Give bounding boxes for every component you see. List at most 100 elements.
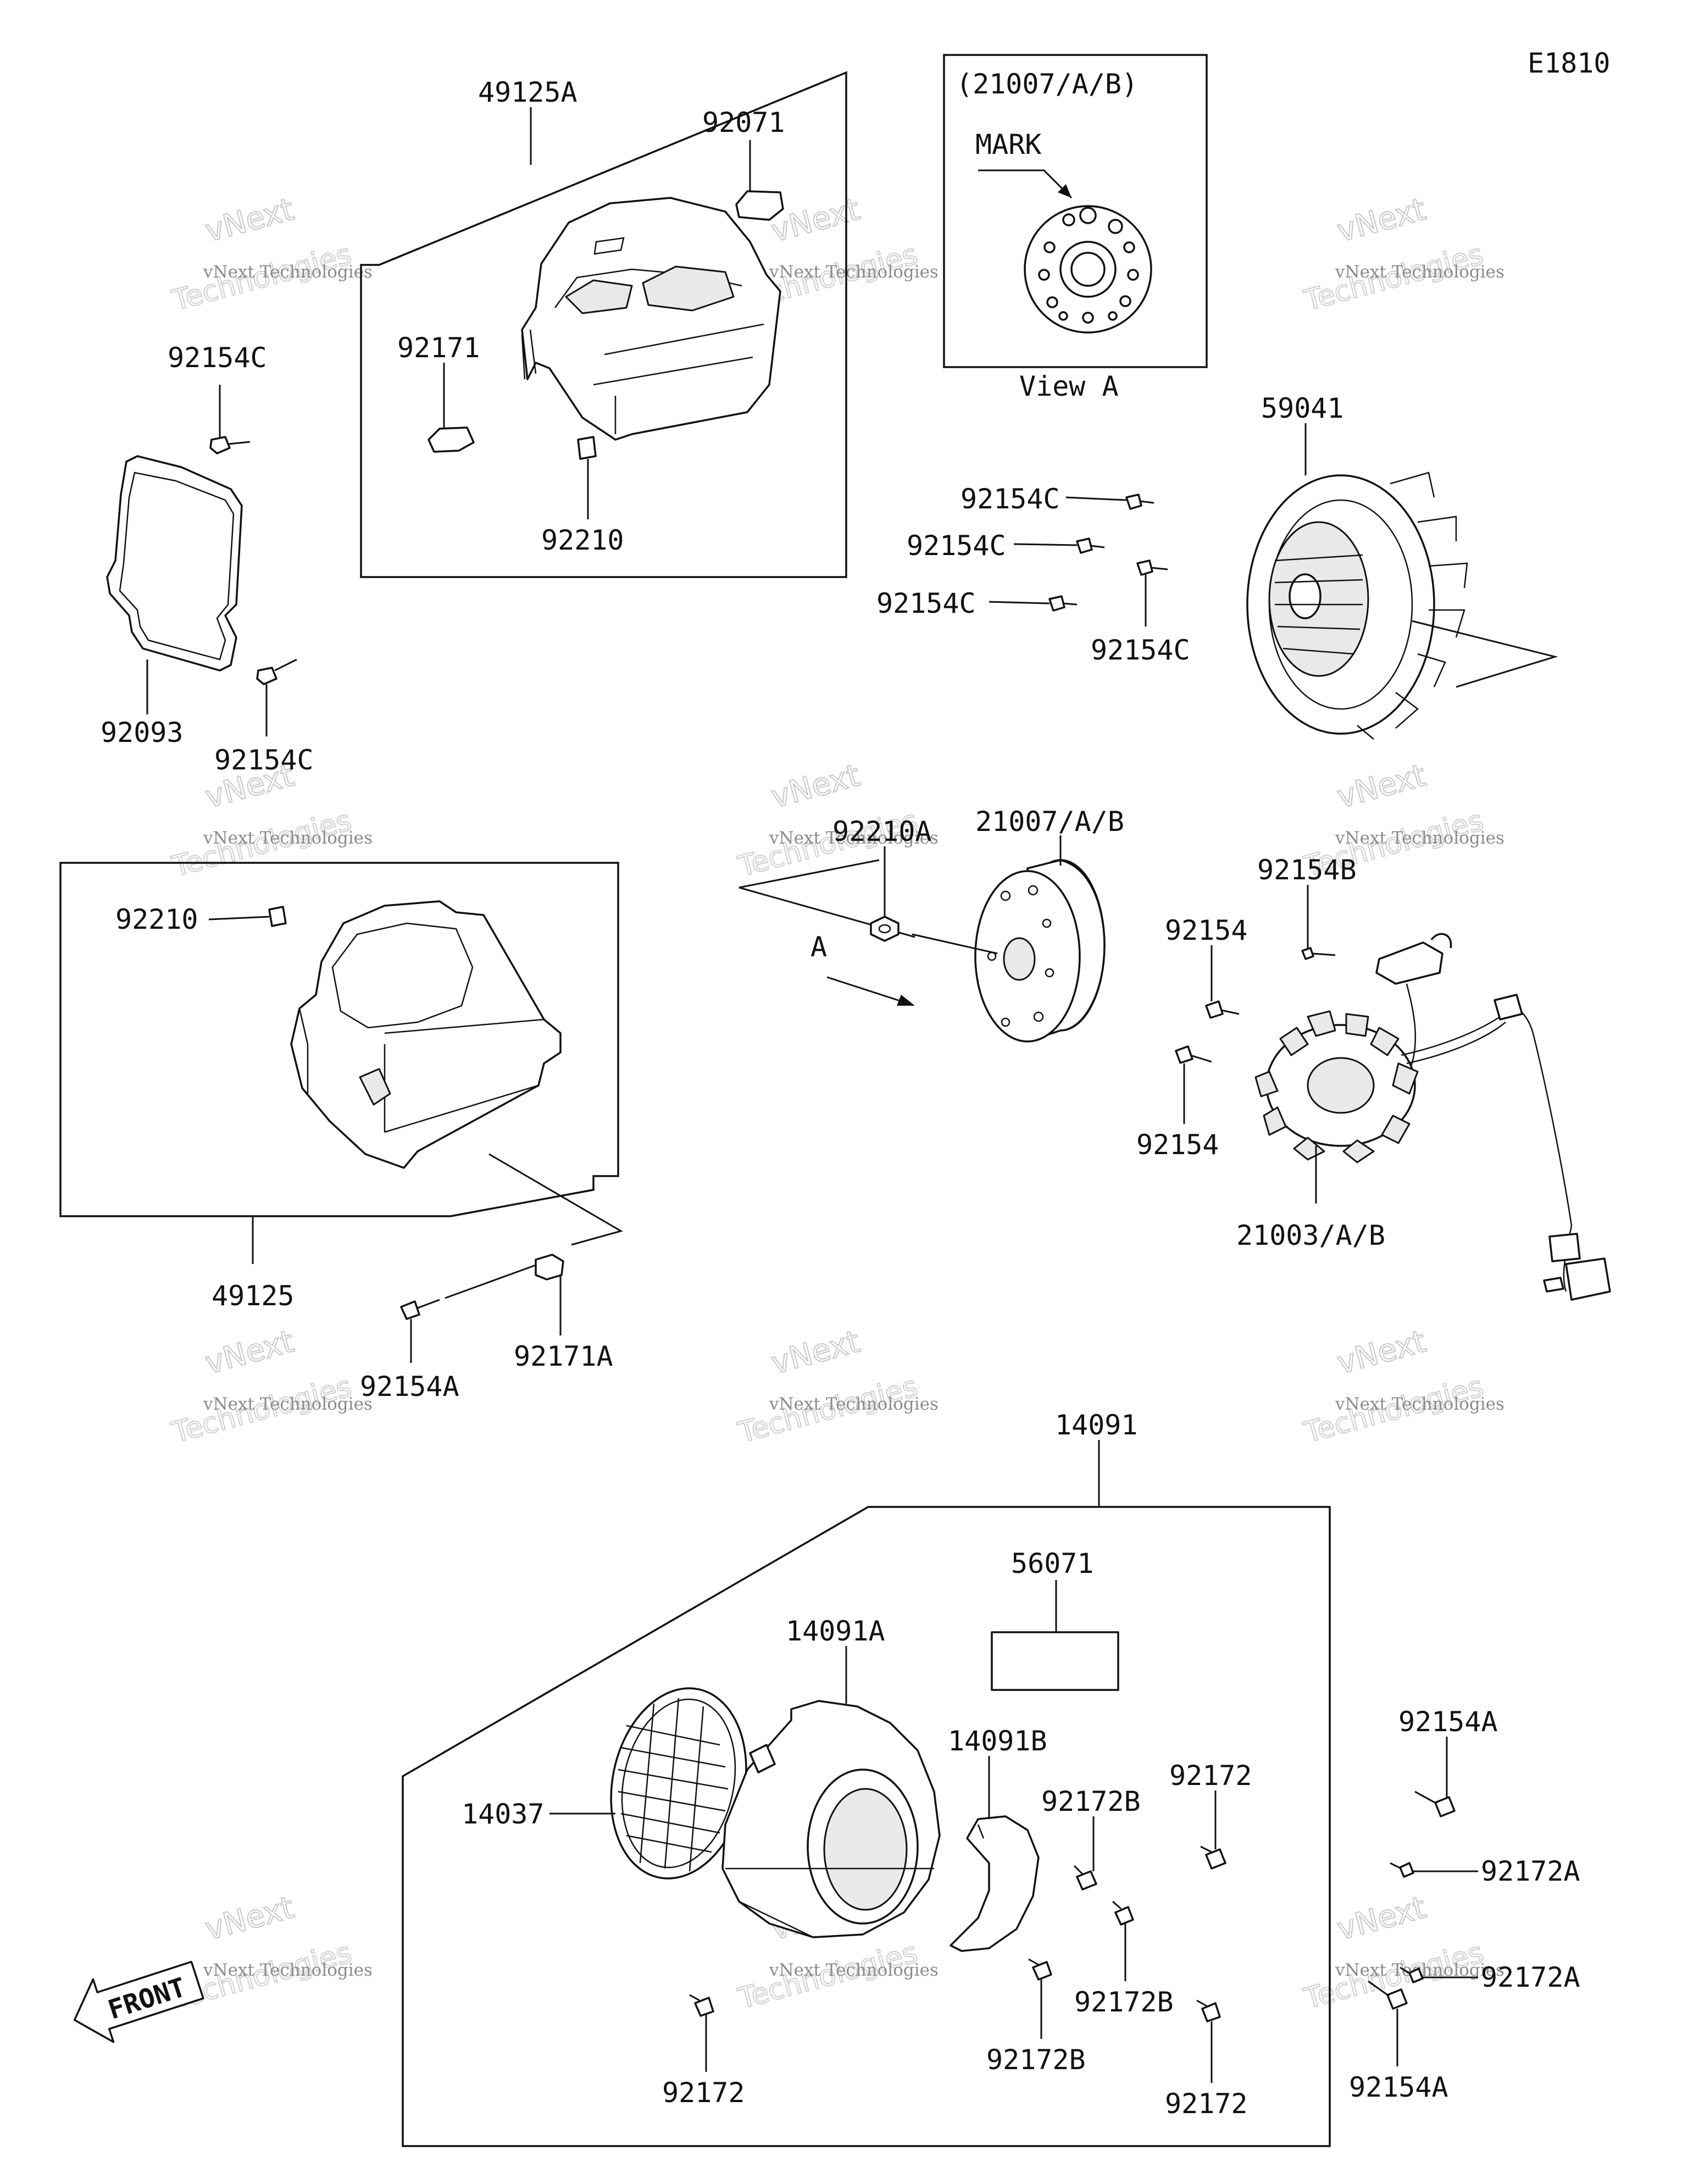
flywheel-bracket-lines: [738, 859, 915, 938]
label-92172B-c[interactable]: 92172B: [986, 2044, 1086, 2076]
label-92154C-f[interactable]: 92154C: [1091, 634, 1190, 666]
leader-92210-mid: [208, 916, 270, 921]
label-92154-a[interactable]: 92154: [1165, 914, 1248, 946]
part-92210-mid-nut[interactable]: [268, 906, 287, 927]
box-49125: [59, 862, 619, 1217]
svg-text:vNext: vNext: [768, 757, 864, 815]
part-92172B-screw-c[interactable]: [1028, 1958, 1052, 1981]
label-92172B-b[interactable]: 92172B: [1074, 1986, 1174, 2018]
svg-text:vNext Technologies: vNext Technologies: [203, 828, 373, 848]
part-92071-plate[interactable]: [735, 190, 784, 221]
label-92071[interactable]: 92071: [702, 107, 785, 138]
label-92154C-d[interactable]: 92154C: [907, 530, 1006, 562]
svg-text:vNext Technologies: vNext Technologies: [769, 828, 939, 848]
part-92154B-screw[interactable]: [1301, 947, 1336, 960]
part-92171A-clip[interactable]: [535, 1254, 564, 1281]
box-49125A: [360, 71, 847, 578]
label-92210A[interactable]: 92210A: [832, 816, 932, 847]
part-92172B-screw-b[interactable]: [1112, 1900, 1134, 1926]
part-92154-bolt-b[interactable]: [1175, 1045, 1212, 1064]
label-14037[interactable]: 14037: [462, 1798, 545, 1830]
leader-92154C-c: [1065, 496, 1127, 501]
label-92154C-a[interactable]: 92154C: [168, 342, 267, 374]
part-92154C-bolt-d[interactable]: [1076, 537, 1105, 554]
label-92154A-c[interactable]: 92154A: [1349, 2071, 1448, 2103]
label-92210-mid[interactable]: 92210: [115, 903, 198, 935]
part-pulser-coil[interactable]: [1375, 933, 1452, 1078]
part-92154C-bolt-a[interactable]: [209, 436, 251, 454]
label-92154C-b[interactable]: 92154C: [214, 744, 314, 776]
label-92171A[interactable]: 92171A: [514, 1340, 613, 1372]
label-92154C-c[interactable]: 92154C: [960, 483, 1060, 515]
diagram-code: E1810: [1528, 47, 1611, 79]
label-92172-c[interactable]: 92172: [1165, 2088, 1248, 2120]
part-92210A-nut[interactable]: [870, 916, 899, 942]
part-92154C-bolt-f[interactable]: [1136, 559, 1168, 576]
label-92172A-b[interactable]: 92172A: [1481, 1961, 1580, 1993]
label-59041[interactable]: 59041: [1261, 392, 1344, 424]
flywheel-view-a: [1024, 205, 1152, 334]
label-92093[interactable]: 92093: [101, 717, 184, 749]
part-59041-cooling-fan[interactable]: [1246, 472, 1468, 740]
part-92172B-screw-a[interactable]: [1073, 1865, 1097, 1891]
label-92171[interactable]: 92171: [397, 332, 480, 364]
label-56071[interactable]: 56071: [1011, 1548, 1094, 1579]
label-92154A-b[interactable]: 92154A: [1398, 1706, 1498, 1738]
part-92093-gasket[interactable]: [106, 455, 243, 672]
part-56071-label[interactable]: [991, 1631, 1119, 1691]
part-21003-stator[interactable]: [1254, 994, 1611, 1301]
label-92172-a[interactable]: 92172: [1169, 1760, 1252, 1792]
part-92154A-bolt-b[interactable]: [1414, 1791, 1456, 1817]
part-14091B-cover[interactable]: [949, 1815, 1040, 1952]
view-a-arrow: [826, 976, 907, 1004]
svg-text:vNext: vNext: [1334, 1323, 1430, 1381]
part-21007-flywheel[interactable]: [974, 859, 1106, 1043]
svg-text:vNext Technologies: vNext Technologies: [1335, 828, 1504, 848]
label-21007[interactable]: 21007/A/B: [975, 806, 1124, 838]
part-92154C-bolt-e[interactable]: [1048, 595, 1078, 612]
part-92172A-screw-a[interactable]: [1390, 1862, 1414, 1878]
label-92172A-a[interactable]: 92172A: [1481, 1855, 1580, 1887]
lower-fan-shroud[interactable]: [290, 900, 562, 1169]
view-a-arrow-head: [897, 995, 915, 1006]
label-92154C-e[interactable]: 92154C: [876, 587, 976, 619]
part-92172-screw-c[interactable]: [1196, 1999, 1221, 2022]
part-14091A-fan-housing[interactable]: [721, 1700, 941, 1938]
leader-92154C-e: [989, 601, 1050, 605]
view-a-arrow-label: A: [810, 931, 827, 963]
svg-text:vNext Technologies: vNext Technologies: [203, 262, 373, 282]
part-92172-screw-b[interactable]: [689, 1994, 714, 2017]
part-92154C-bolt-c[interactable]: [1125, 494, 1154, 510]
label-92210-top[interactable]: 92210: [541, 524, 624, 556]
part-92210-top-nut[interactable]: [577, 436, 597, 460]
label-21003[interactable]: 21003/A/B: [1236, 1220, 1385, 1251]
view-a-caption: View A: [1019, 370, 1119, 402]
label-14091B[interactable]: 14091B: [948, 1725, 1047, 1757]
part-92154-bolt-a[interactable]: [1205, 1000, 1240, 1019]
part-92154A-bolt-c[interactable]: [1368, 1980, 1408, 2010]
svg-text:vNext: vNext: [1334, 191, 1430, 249]
mark-arrow: [978, 169, 1073, 199]
part-92154C-bolt-b[interactable]: [256, 658, 297, 685]
label-14091[interactable]: 14091: [1055, 1409, 1138, 1441]
part-92154A-bolt-a[interactable]: [400, 1299, 440, 1320]
label-92154B[interactable]: 92154B: [1257, 854, 1357, 886]
svg-text:vNext: vNext: [1334, 1889, 1430, 1947]
part-92171-clip[interactable]: [427, 426, 475, 453]
label-14091A[interactable]: 14091A: [786, 1615, 885, 1647]
label-92154-b[interactable]: 92154: [1136, 1129, 1219, 1161]
upper-fan-shroud[interactable]: [521, 197, 781, 441]
svg-text:vNext Technologies: vNext Technologies: [1335, 1394, 1504, 1414]
part-14037-screen[interactable]: [594, 1676, 763, 1891]
svg-text:vNext Technologies: vNext Technologies: [769, 1960, 939, 1980]
svg-text:vNext: vNext: [202, 1889, 298, 1947]
label-92172B-a[interactable]: 92172B: [1041, 1786, 1141, 1817]
part-92172A-screw-b[interactable]: [1400, 1966, 1424, 1983]
view-a-mark-label: MARK: [975, 129, 1041, 160]
label-49125A[interactable]: 49125A: [478, 76, 578, 108]
label-92154A-a[interactable]: 92154A: [360, 1371, 459, 1403]
label-49125[interactable]: 49125: [212, 1280, 295, 1312]
part-92172-screw-a[interactable]: [1200, 1845, 1226, 1870]
label-92172-b[interactable]: 92172: [662, 2077, 745, 2109]
mark-arrow-head: [1058, 184, 1071, 198]
